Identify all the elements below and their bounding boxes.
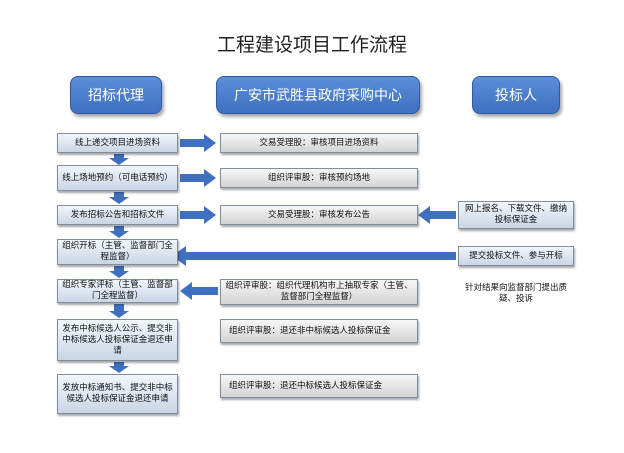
bidder-step-2: 提交投标文件、参与开标 bbox=[458, 246, 574, 266]
center-step-5: 组织评审股：退还非中标候选人投标保证金 bbox=[220, 319, 418, 343]
arrow-right-1 bbox=[180, 134, 216, 152]
arrow-left-2 bbox=[180, 282, 218, 300]
header-agent: 招标代理 bbox=[70, 76, 162, 114]
center-step-6: 组织评审股：退还中标候选人投标保证金 bbox=[220, 374, 418, 398]
arrow-left-1 bbox=[418, 206, 456, 224]
agent-step-4: 组织开标（主管、监督部门全程监督） bbox=[57, 239, 178, 265]
header-center: 广安市武胜县政府采购中心 bbox=[216, 76, 420, 114]
arrow-down-5 bbox=[109, 304, 129, 318]
center-step-1: 交易受理股：审核项目进场资料 bbox=[220, 133, 418, 153]
agent-step-2: 线上场地预约（可电话预约） bbox=[57, 165, 178, 191]
bidder-step-3: 针对结果向监督部门提出质疑、投诉 bbox=[458, 281, 574, 307]
arrow-down-1 bbox=[109, 154, 129, 165]
agent-step-1: 线上递交项目进场资料 bbox=[57, 133, 178, 153]
agent-step-7: 发放中标通知书、提交非中标候选人投标保证金退还申请 bbox=[57, 374, 178, 414]
center-step-3: 交易受理股：审核发布公告 bbox=[220, 205, 418, 225]
arrow-left-long bbox=[172, 246, 456, 266]
arrow-down-6 bbox=[109, 362, 129, 373]
page-title: 工程建设项目工作流程 bbox=[216, 34, 407, 56]
agent-step-3: 发布招标公告和招标文件 bbox=[57, 205, 178, 225]
arrow-right-2 bbox=[180, 169, 216, 187]
arrow-down-2 bbox=[109, 192, 129, 204]
bidder-step-1: 网上报名、下载文件、缴纳投标保证金 bbox=[458, 201, 574, 229]
header-bidder: 投标人 bbox=[472, 76, 560, 114]
agent-step-5: 组织专家评标（主管、监督部门全程监督） bbox=[57, 279, 178, 303]
center-step-2: 组织评审股：审核预约场地 bbox=[220, 168, 418, 188]
arrow-right-3 bbox=[180, 206, 216, 224]
arrow-down-4 bbox=[109, 266, 129, 278]
arrow-down-3 bbox=[109, 226, 129, 238]
center-step-4: 组织评审股：组织代理机构市上抽取专家（主管、监督部门全程监督） bbox=[220, 279, 418, 305]
agent-step-6: 发布中标候选人公示、提交非中标候选人投标保证金退还申请 bbox=[57, 319, 178, 361]
